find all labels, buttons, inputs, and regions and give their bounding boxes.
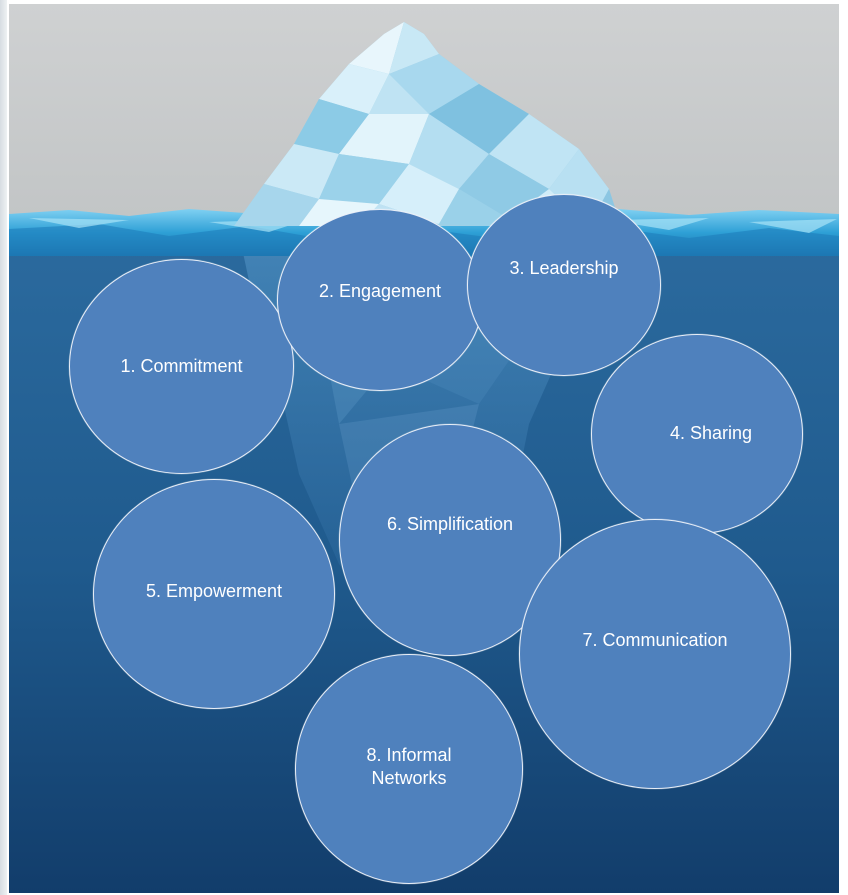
item-commitment-label: 1. Commitment — [120, 355, 243, 376]
item-leadership-label: 3. Leadership — [509, 258, 619, 279]
item-leadership: 3. Leadership — [467, 194, 661, 376]
item-engagement-label: 2. Engagement — [318, 281, 442, 302]
item-informal-networks-label: 8. Informal Networks — [366, 744, 452, 788]
item-communication: 7. Communication — [519, 519, 791, 789]
item-sharing-label: 4. Sharing — [669, 423, 753, 444]
iceberg-scene: 1. Commitment 2. Engagement 3. Leadershi… — [9, 4, 839, 893]
item-empowerment: 5. Empowerment — [93, 479, 335, 709]
item-informal-networks: 8. Informal Networks — [295, 654, 523, 884]
item-empowerment-label: 5. Empowerment — [145, 581, 283, 602]
item-simplification-label: 6. Simplification — [386, 514, 514, 535]
item-sharing: 4. Sharing — [591, 334, 803, 534]
item-communication-label: 7. Communication — [582, 630, 728, 651]
item-commitment: 1. Commitment — [69, 259, 294, 474]
item-simplification: 6. Simplification — [339, 424, 561, 656]
left-edge-rule — [0, 0, 7, 895]
item-engagement: 2. Engagement — [277, 209, 483, 391]
